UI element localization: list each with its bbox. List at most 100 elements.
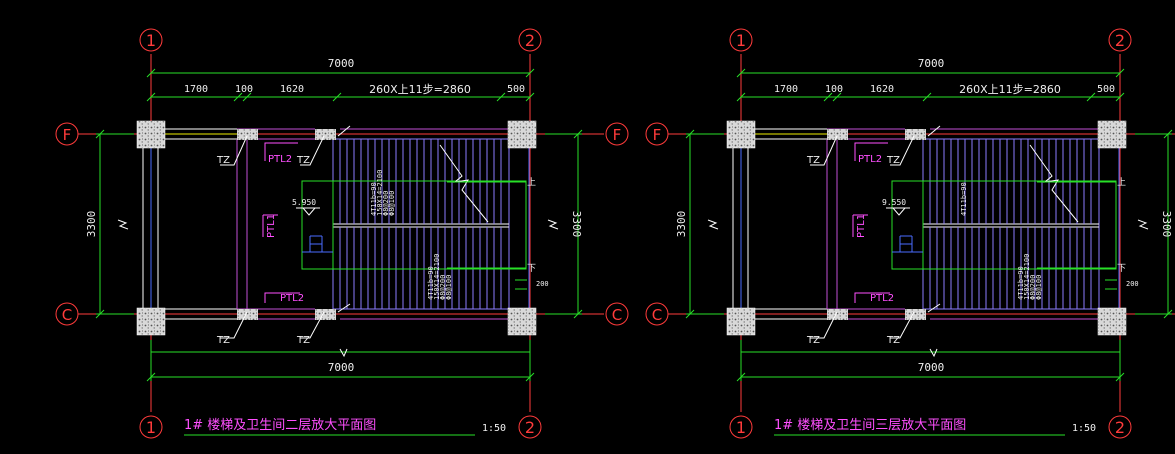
rebar-note-line: Φ8@200 <box>439 275 447 300</box>
axis-bubble-top-right: 2 <box>518 28 542 52</box>
svg-text:C: C <box>652 306 662 324</box>
rebar-note-line: Φ8@200 <box>382 191 390 216</box>
tz-label-2: TZ <box>886 155 900 166</box>
drawing-title: 1# 楼梯及卫生间三层放大平面图 <box>774 418 966 433</box>
tz-leaders <box>220 125 351 339</box>
beam-ptl1: PTL1 <box>266 214 277 238</box>
rebar-note-line: 150X14=2100 <box>376 170 384 216</box>
dim-seg-1620: 1620 <box>280 84 304 95</box>
column-f1 <box>726 120 756 149</box>
svg-text:C: C <box>612 306 622 324</box>
stair-flight <box>332 138 510 310</box>
svg-text:2: 2 <box>525 418 535 437</box>
tz-label-3: TZ <box>806 335 820 346</box>
dim-segments-line <box>736 92 1125 102</box>
tz-label-2: TZ <box>296 155 310 166</box>
stair-column-1 <box>827 129 848 140</box>
dim-total-top <box>146 68 535 78</box>
dim-left-text: 3300 <box>85 211 98 238</box>
axis-bubble-bottom-right: 2 <box>518 415 542 439</box>
rebar-note-top: 4T11b=90 <box>960 182 968 216</box>
svg-text:F: F <box>613 126 622 144</box>
tz-label-3: TZ <box>216 335 230 346</box>
stair-column-3 <box>237 309 258 320</box>
beam-leaders <box>852 142 890 303</box>
rebar-note-line: Φ8@200 <box>1029 275 1037 300</box>
column-c2 <box>1097 307 1127 336</box>
tz-leaders <box>810 125 941 339</box>
dim-seg-100: 100 <box>235 84 253 95</box>
tz-label-4: TZ <box>296 335 310 346</box>
stair-column-1 <box>237 129 258 140</box>
wall-outlines <box>142 128 530 320</box>
axis-bubble-bottom-left: 1 <box>729 415 753 439</box>
column-c1 <box>136 307 166 336</box>
drawing-scale: 1:50 <box>482 423 506 434</box>
rebar-note-line: 4T11b=90 <box>427 266 435 300</box>
stair-down-label: 下 <box>527 264 536 274</box>
stair-column-2 <box>315 129 336 140</box>
axis-bubble-right-bottom: C <box>605 302 629 326</box>
rebar-note-line: 4T11b=90 <box>960 182 968 216</box>
beam-ptl2-top: PTL2 <box>858 154 882 165</box>
stair-column-4 <box>905 309 926 320</box>
level-mark <box>886 207 910 216</box>
level-text: 5.950 <box>292 198 316 207</box>
column-c2 <box>507 307 537 336</box>
dim-200-text: 200 <box>536 280 549 288</box>
axis-bubble-top-left: 1 <box>139 28 163 52</box>
svg-text:1: 1 <box>736 31 746 50</box>
svg-text:2: 2 <box>525 31 535 50</box>
tz-label-4: TZ <box>886 335 900 346</box>
dim-total-top-text: 7000 <box>328 57 355 70</box>
dim-bottom-lines <box>146 340 535 382</box>
dim-seg-500: 500 <box>1097 84 1115 95</box>
rebar-note-line: 150X14=2100 <box>433 254 441 300</box>
beam-leaders <box>262 142 300 303</box>
dim-seg-stair: 260X上11步=2860 <box>959 83 1061 96</box>
axis-bubble-left-bottom: C <box>645 302 669 326</box>
dim-total-bottom-text: 7000 <box>918 361 945 374</box>
break-marks <box>117 219 559 358</box>
beam-ptl1: PTL1 <box>856 214 867 238</box>
column-f1 <box>136 120 166 149</box>
rebar-note-line: Φ8@100 <box>388 191 396 216</box>
axis-bubble-left-top: F <box>55 122 79 146</box>
rebar-note-line: Φ8@100 <box>445 275 453 300</box>
svg-text:1: 1 <box>146 31 156 50</box>
beam-ptl2-bottom: PTL2 <box>870 293 894 304</box>
svg-text:1: 1 <box>736 418 746 437</box>
axis-bubble-right-top: F <box>605 122 629 146</box>
stair-plan-2: 1 2 1 2 F C F C <box>645 28 1175 439</box>
svg-text:F: F <box>63 126 72 144</box>
axis-bubble-top-left: 1 <box>729 28 753 52</box>
dim-seg-1620: 1620 <box>870 84 894 95</box>
dim-200-text: 200 <box>1126 280 1139 288</box>
column-f2 <box>507 120 537 149</box>
level-mark <box>296 207 320 216</box>
tz-label-1: TZ <box>216 155 230 166</box>
axis-bubble-left-top: F <box>645 122 669 146</box>
dim-right-text: 3300 <box>570 211 583 238</box>
stair-column-4 <box>315 309 336 320</box>
axis-bubble-bottom-left: 1 <box>139 415 163 439</box>
svg-text:C: C <box>62 306 72 324</box>
stair-up-label: 上 <box>1117 177 1126 188</box>
drawing-title: 1# 楼梯及卫生间二层放大平面图 <box>184 418 376 433</box>
dim-left-line <box>685 129 724 319</box>
level-text: 9.550 <box>882 198 906 207</box>
dim-left-line <box>95 129 134 319</box>
rebar-note-line: Φ8@100 <box>1035 275 1043 300</box>
svg-text:1: 1 <box>146 418 156 437</box>
beam-ptl2-bottom: PTL2 <box>280 293 304 304</box>
stair-direction-arrows <box>439 144 526 269</box>
stair-column-3 <box>827 309 848 320</box>
dim-total-bottom-text: 7000 <box>328 361 355 374</box>
svg-text:F: F <box>653 126 662 144</box>
dim-seg-1700: 1700 <box>774 84 798 95</box>
rebar-note-line: 150X14=2100 <box>1023 254 1031 300</box>
